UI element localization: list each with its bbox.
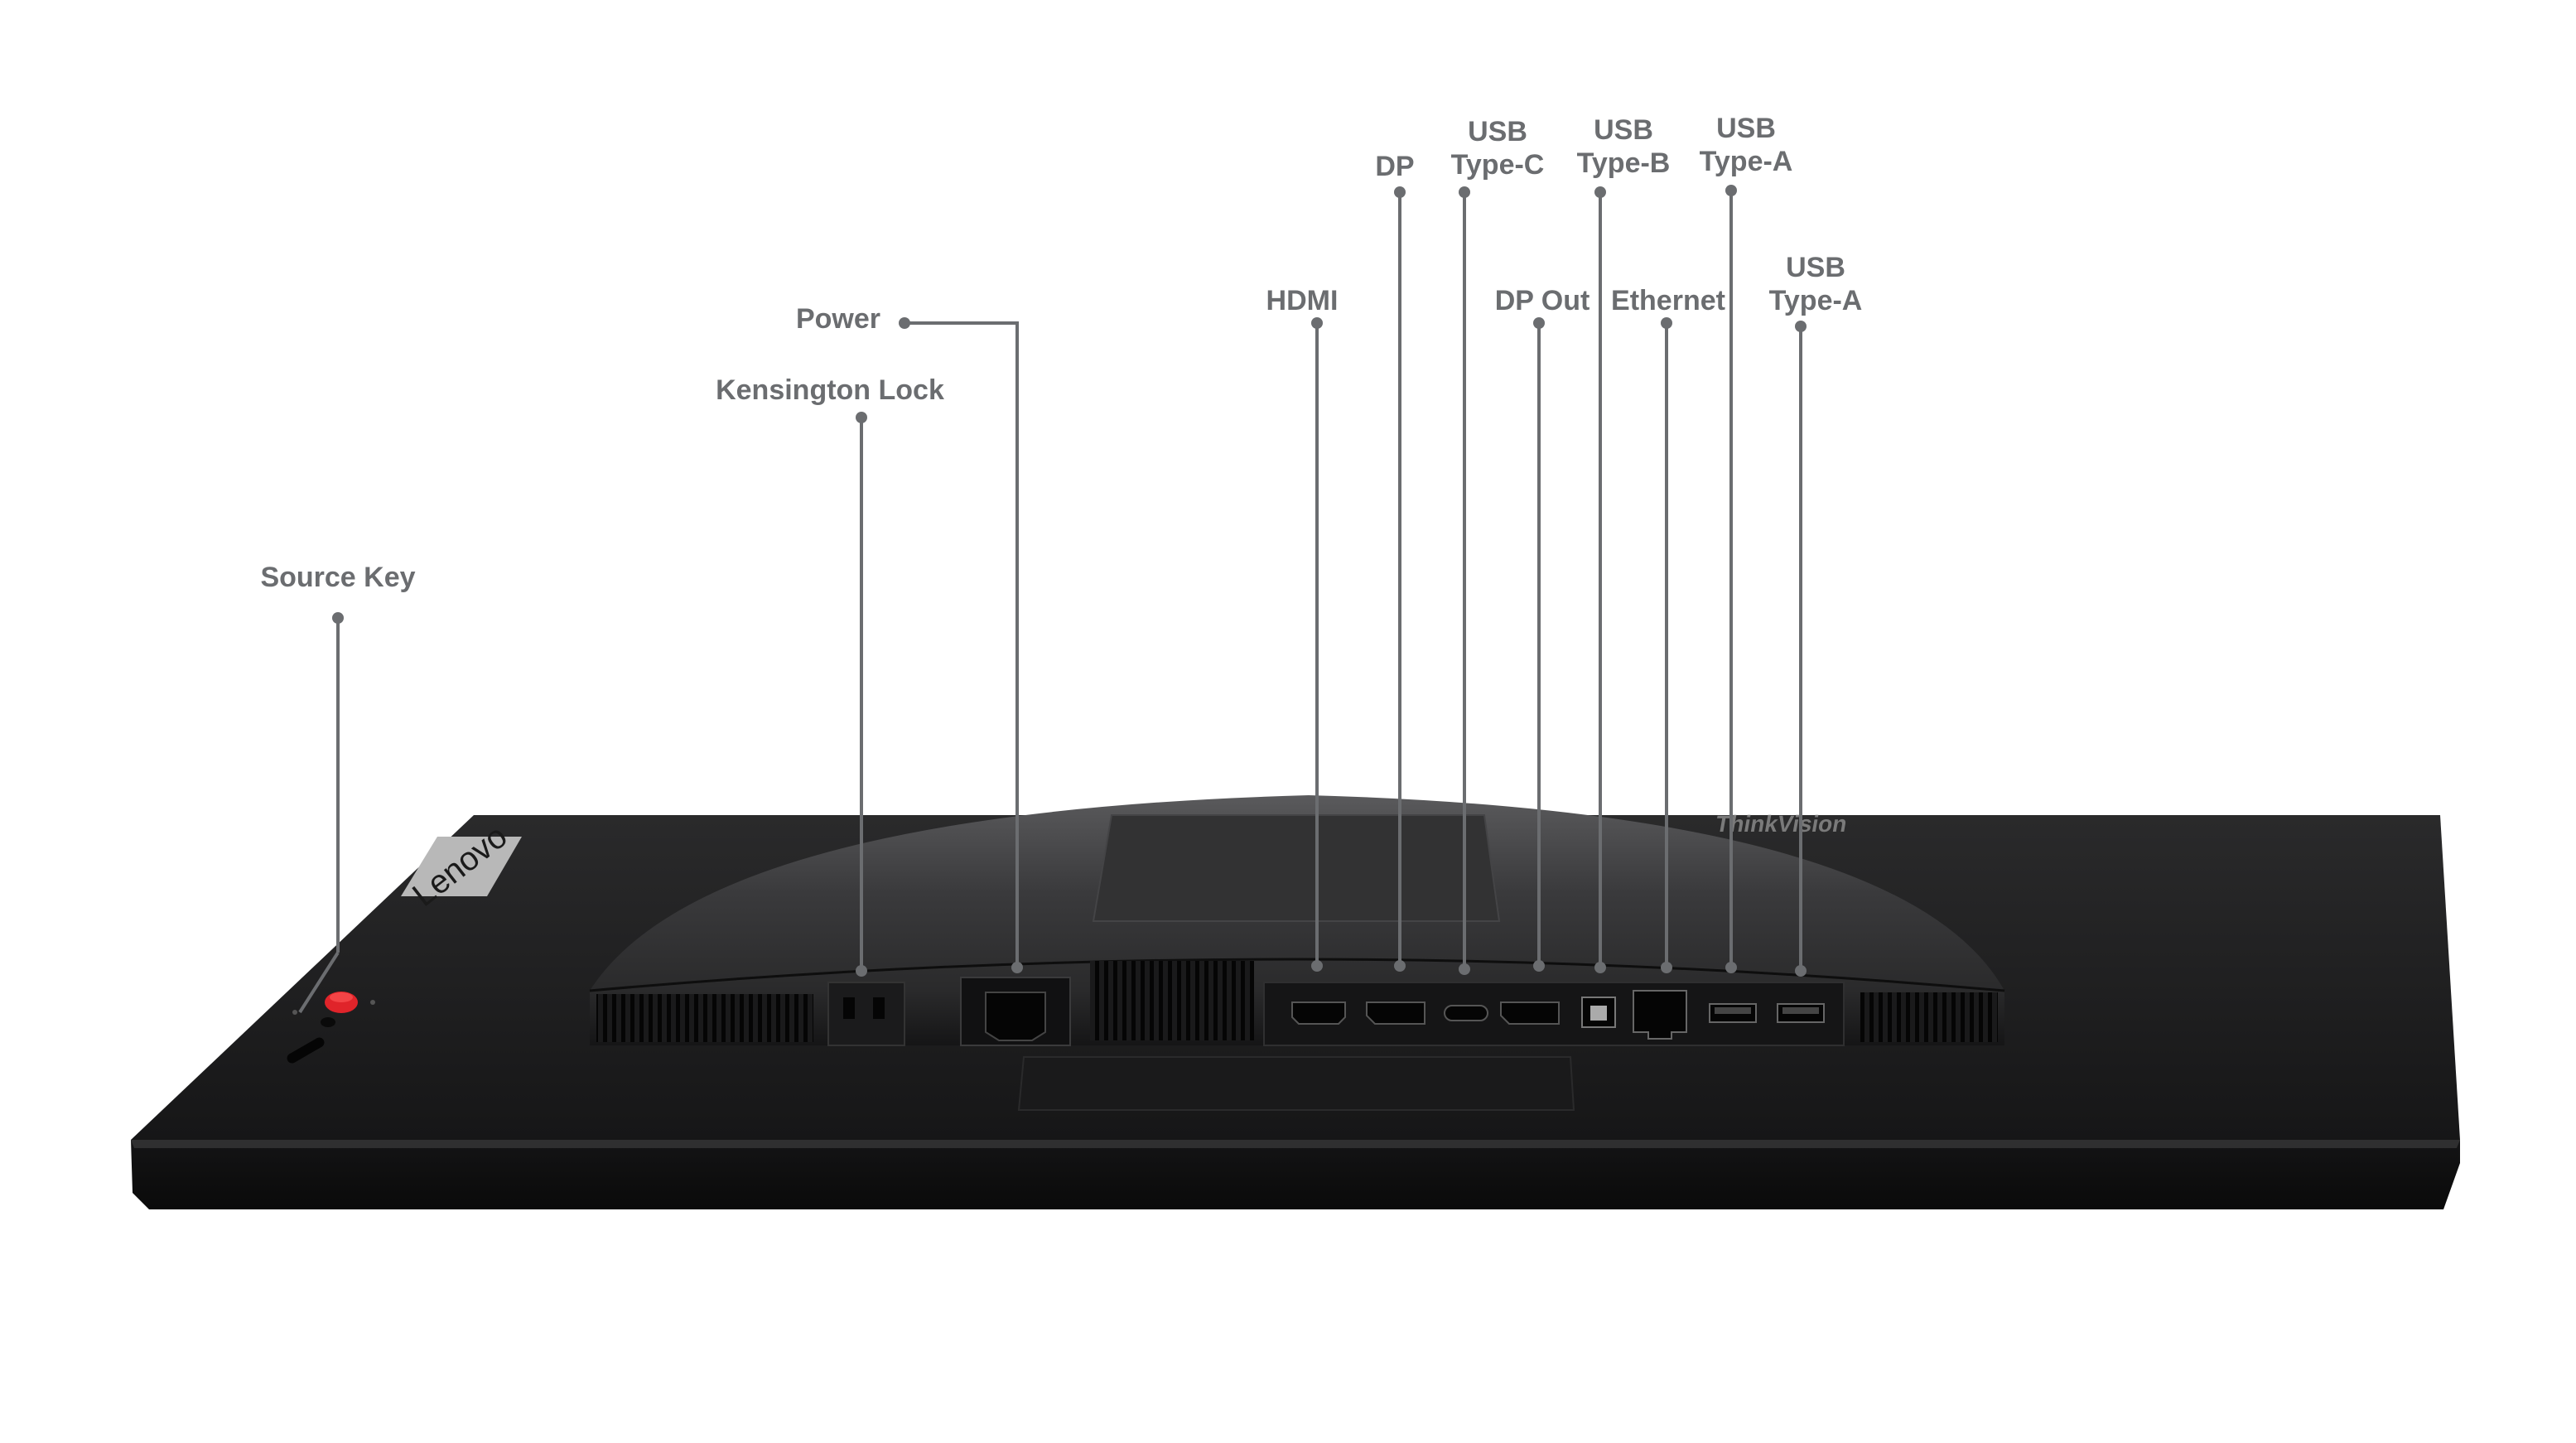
label-ethernet: Ethernet bbox=[1611, 285, 1725, 316]
label-usb-type-a-2-line1: USB bbox=[1786, 252, 1845, 283]
power-button[interactable] bbox=[285, 1035, 326, 1064]
hdmi-port bbox=[1291, 1001, 1346, 1025]
label-usb-type-c-line2: Type-C bbox=[1451, 149, 1545, 181]
thinkvision-logo-text: ThinkVision bbox=[1714, 810, 1850, 837]
dp-port bbox=[1366, 1001, 1425, 1025]
joystick-button[interactable] bbox=[321, 1017, 335, 1027]
power-port bbox=[960, 977, 1071, 1046]
label-power: Power bbox=[796, 303, 880, 335]
power-leader bbox=[904, 321, 1019, 968]
vent-grilles bbox=[596, 961, 1998, 1042]
callout-labels: Source Key Kensington Lock Power HDMI DP… bbox=[260, 113, 1862, 593]
label-usb-type-c-line1: USB bbox=[1468, 116, 1527, 147]
label-source-key: Source Key bbox=[260, 562, 415, 593]
io-port-panel bbox=[1263, 982, 1845, 1046]
label-usb-type-a-1-line1: USB bbox=[1716, 113, 1776, 144]
label-usb-type-b-line2: Type-B bbox=[1577, 147, 1671, 179]
label-usb-type-a-2-line2: Type-A bbox=[1769, 285, 1863, 316]
label-usb-type-a-1-line2: Type-A bbox=[1700, 146, 1793, 177]
control-buttons bbox=[285, 992, 375, 1064]
label-usb-type-b-line1: USB bbox=[1594, 114, 1653, 146]
label-dp: DP bbox=[1375, 151, 1414, 182]
leader-lines bbox=[298, 185, 1807, 1014]
usb-c-port bbox=[1444, 1005, 1488, 1021]
label-hdmi: HDMI bbox=[1266, 285, 1339, 316]
dp-out-port bbox=[1500, 1001, 1560, 1025]
ethernet-port bbox=[1633, 990, 1687, 1040]
label-dp-out: DP Out bbox=[1495, 285, 1590, 316]
label-kensington-lock: Kensington Lock bbox=[716, 374, 944, 406]
kensington-lock-slot bbox=[827, 982, 905, 1046]
